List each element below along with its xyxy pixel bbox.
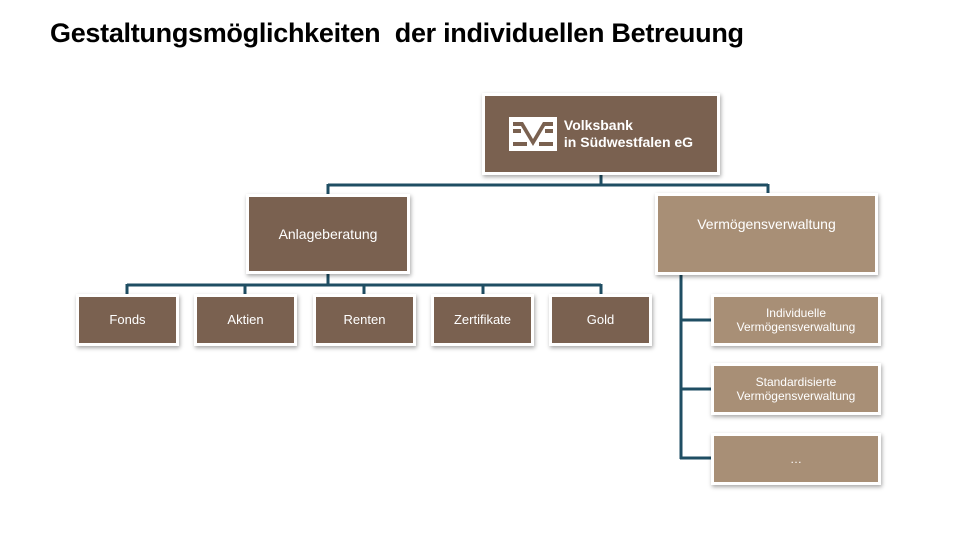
volksbank-root-box: Volksbank in Südwestfalen eG (482, 93, 720, 175)
anlageberatung-box: Anlageberatung (246, 194, 410, 274)
volksbank-logo-text: Volksbank in Südwestfalen eG (564, 117, 693, 151)
logo-line-2: in Südwestfalen eG (563, 134, 694, 150)
volksbank-logo: Volksbank in Südwestfalen eG (508, 117, 693, 151)
logo-line-1: Volksbank (563, 117, 633, 134)
product-box-aktien: Aktien (194, 294, 297, 346)
volksbank-logo-icon (508, 117, 557, 151)
mandate-line-1: Standardisierte (755, 374, 837, 389)
mandate-box-more: … (711, 433, 881, 485)
page-title: Gestaltungsmöglichkeiten der individuell… (50, 18, 744, 48)
product-box-fonds: Fonds (76, 294, 179, 346)
product-box-renten: Renten (313, 294, 416, 346)
mandate-line-2: Vermögensverwaltung (736, 389, 856, 403)
product-box-zertifikate: Zertifikate (431, 294, 534, 346)
mandate-box-individuelle: Individuelle Vermögensverwaltung (711, 294, 881, 346)
mandate-line-1: … (790, 451, 802, 466)
mandate-box-standardisierte: Standardisierte Vermögensverwaltung (711, 363, 881, 415)
vermoegensverwaltung-box: Vermögensverwaltung (655, 193, 878, 275)
mandate-line-2: Vermögensverwaltung (736, 320, 856, 334)
product-box-gold: Gold (549, 294, 652, 346)
mandate-line-1: Individuelle (765, 305, 827, 320)
